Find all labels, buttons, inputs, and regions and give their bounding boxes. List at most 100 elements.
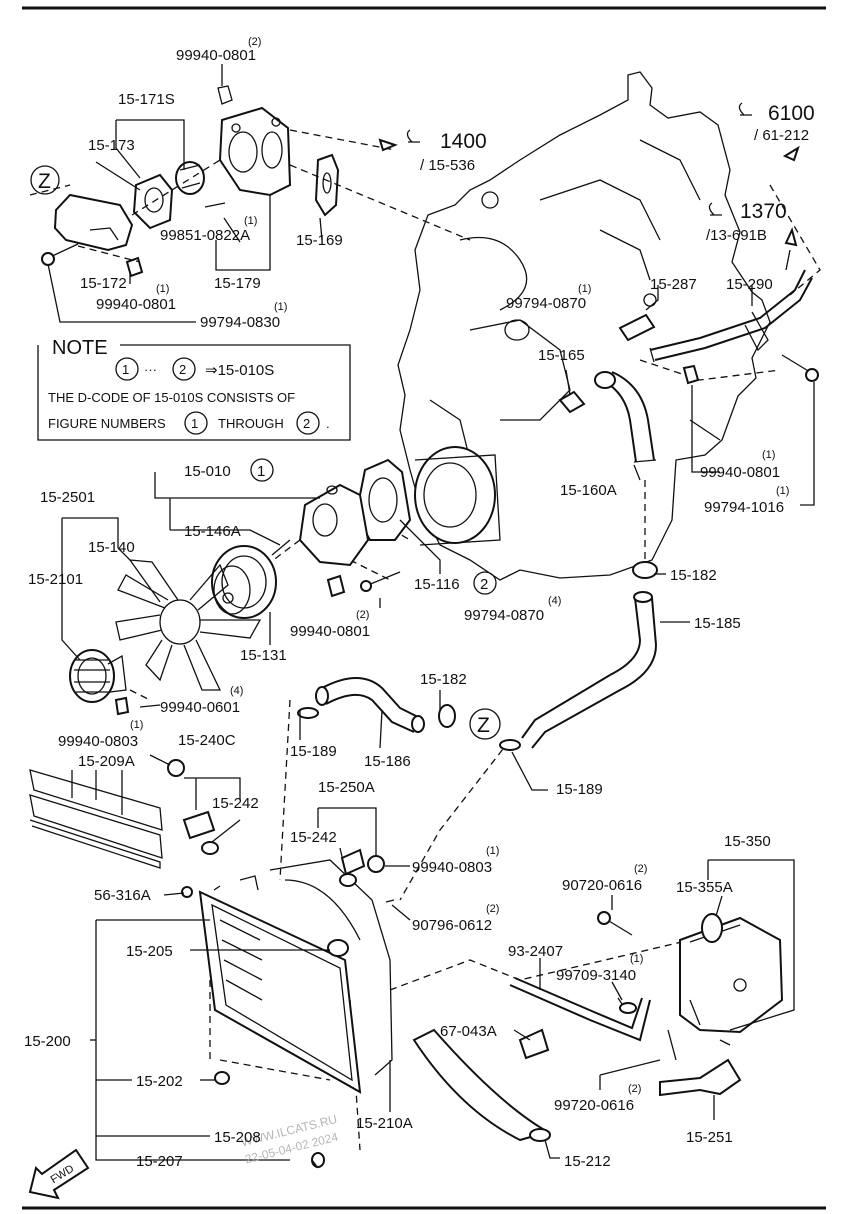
label-b9: 99794-0870: [464, 607, 544, 624]
shroud-15-210a: [269, 859, 393, 1076]
bracket-15-251: [659, 1029, 742, 1097]
zone-z2-label: Z: [477, 714, 490, 737]
label-p212: 15-212: [564, 1153, 611, 1170]
label-p242a: 15-242: [212, 795, 259, 812]
zone-z-circle: [30, 165, 60, 195]
label-b14-note: (2): [486, 903, 499, 915]
flange-15-165: [558, 390, 586, 414]
label-b8: 99940-0801: [290, 623, 370, 640]
label-p240c: 15-240C: [178, 732, 236, 749]
label-ref61212: / 61-212: [754, 127, 809, 144]
clamp-15-182-upper: [632, 561, 658, 579]
label-b4: 99794-0830: [200, 314, 280, 331]
label-p182b: 15-182: [420, 671, 467, 688]
label-p010: 15-010: [184, 463, 231, 480]
reservoir-15-350: [679, 913, 784, 1034]
label-p182a: 15-182: [670, 567, 717, 584]
label-b9-note: (4): [548, 595, 561, 607]
label-p146a: 15-146A: [184, 523, 241, 540]
label-b12-note: (1): [486, 845, 499, 857]
label-b13: 90720-0616: [562, 877, 642, 894]
label-p350: 15-350: [724, 833, 771, 850]
label-b10-note: (4): [230, 685, 243, 697]
label-b8-note: (2): [356, 609, 369, 621]
label-b1: 99940-0801: [176, 47, 256, 64]
label-p2501: 15-2501: [40, 489, 95, 506]
label-p140: 15-140: [88, 539, 135, 556]
label-b11-note: (1): [130, 719, 143, 731]
label-b3: 99940-0801: [96, 296, 176, 313]
label-p189b: 15-189: [556, 781, 603, 798]
label-b10: 99940-0601: [160, 699, 240, 716]
lower-shroud-15-212: [412, 1028, 551, 1142]
pulley-15-131: [211, 545, 277, 619]
water-outlet-15-172: [53, 193, 134, 252]
leader-lines: [47, 64, 815, 1169]
note-line3-b: THROUGH: [218, 416, 284, 431]
zone-z-label: Z: [38, 170, 51, 193]
label-p210a: 15-210A: [356, 1115, 413, 1132]
label-p242b: 15-242: [290, 829, 337, 846]
label-b13-note: (2): [634, 863, 647, 875]
note-circle-from: 1: [122, 362, 129, 377]
water-pump-15-010: [298, 483, 370, 567]
part-labels: (2) 99940-0801 15-171S 15-173 1400 / 15-…: [24, 36, 815, 1170]
hose-15-185: [521, 591, 658, 749]
p116-circle: 2: [480, 576, 488, 593]
ref-arrows: [378, 102, 800, 247]
label-b14: 90796-0612: [412, 917, 492, 934]
label-b2: 99851-0822A: [160, 227, 250, 244]
p010-circle: 1: [257, 463, 265, 480]
zone-z2-circle: [469, 708, 501, 740]
label-p043a: 67-043A: [440, 1023, 497, 1040]
pump-housing: [414, 446, 501, 546]
label-p172: 15-172: [80, 275, 127, 292]
label-p208: 15-208: [214, 1129, 261, 1146]
label-b1-note: (2): [248, 36, 261, 48]
label-p355a: 15-355A: [676, 879, 733, 896]
seal-15-209a: [29, 769, 163, 869]
bolt-90720: [597, 911, 633, 936]
fan-15-140: [115, 559, 262, 691]
note-arrow-target: ⇒15-010S: [205, 362, 274, 379]
label-p171s: 15-171S: [118, 91, 175, 108]
bracket-15-250a: [339, 848, 395, 903]
label-p316a: 56-316A: [94, 887, 151, 904]
label-p189a: 15-189: [290, 743, 337, 760]
hose-15-160a: [594, 371, 657, 463]
label-p290: 15-290: [726, 276, 773, 293]
label-b2-note: (1): [244, 215, 257, 227]
thermostat-housing-15-179: [218, 106, 292, 197]
thermostat-15-171s: [175, 161, 205, 195]
circle-2-marker: [473, 571, 497, 595]
pump-bolts: [114, 539, 401, 716]
label-p202: 15-202: [136, 1073, 183, 1090]
note-line3-circle2: 2: [303, 416, 310, 431]
note-line3-end: .: [326, 416, 330, 431]
label-p209a: 15-209A: [78, 753, 135, 770]
gasket-15-169: [314, 153, 340, 217]
label-p2101: 15-2101: [28, 571, 83, 588]
label-p169: 15-169: [296, 232, 343, 249]
label-p185: 15-185: [694, 615, 741, 632]
label-p186: 15-186: [364, 753, 411, 770]
label-p205: 15-205: [126, 943, 173, 960]
label-p179: 15-179: [214, 275, 261, 292]
label-p250a: 15-250A: [318, 779, 375, 796]
note-dots: ···: [144, 362, 157, 377]
label-b7-note: (1): [776, 485, 789, 497]
note-box: NOTE 1 ··· 2 ⇒15-010S THE D-CODE OF 15-0…: [37, 337, 351, 441]
fwd-arrow: FWD: [28, 1148, 90, 1200]
label-p131: 15-131: [240, 647, 287, 664]
label-p200: 15-200: [24, 1033, 71, 1050]
label-ref1400: 1400: [440, 130, 487, 153]
label-b16-note: (2): [628, 1083, 641, 1095]
label-b4-note: (1): [274, 301, 287, 313]
overflow-hose-93-2407: [509, 977, 651, 1042]
label-b15-note: (1): [630, 953, 643, 965]
label-ref13691b: /13-691B: [706, 227, 767, 244]
clip-67-043a: [518, 1028, 550, 1060]
note-title: NOTE: [52, 337, 108, 359]
bolts-right: [618, 249, 819, 385]
